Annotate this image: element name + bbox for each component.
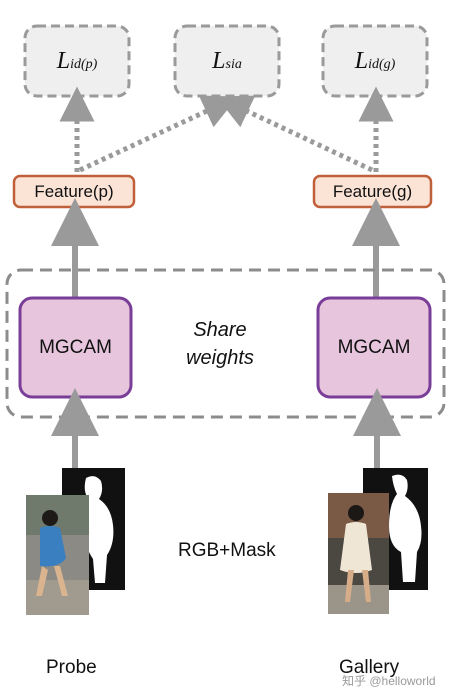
loss-sia-main: L xyxy=(212,47,226,74)
watermark: 知乎 @helloworld xyxy=(342,674,436,688)
mgcam-label-right: MGCAM xyxy=(337,336,411,358)
loss-sia-sub: sia xyxy=(225,57,242,72)
share-line-2: weights xyxy=(186,347,254,369)
share-line-1: Share xyxy=(193,319,247,341)
gallery-rgb-image xyxy=(328,493,389,614)
caption-gallery: Gallery xyxy=(339,657,400,678)
mgcam-label-left: MGCAM xyxy=(39,336,112,358)
share-weights-text: Share weights xyxy=(160,316,280,372)
feature-label-probe: Feature(p) xyxy=(34,181,114,201)
arrow-feature-p-to-loss-sia xyxy=(78,95,238,173)
loss-gallery-sub: id(g) xyxy=(368,57,396,72)
feature-label-gallery: Feature(g) xyxy=(332,181,413,201)
loss-gallery-main: L xyxy=(354,47,369,74)
input-label: RGB+Mask xyxy=(178,540,276,561)
loss-probe-main: L xyxy=(56,47,71,74)
loss-probe-sub: id(p) xyxy=(70,57,98,72)
probe-rgb-image xyxy=(26,495,89,615)
arrow-feature-g-to-loss-sia xyxy=(216,95,374,173)
caption-probe: Probe xyxy=(46,657,97,678)
